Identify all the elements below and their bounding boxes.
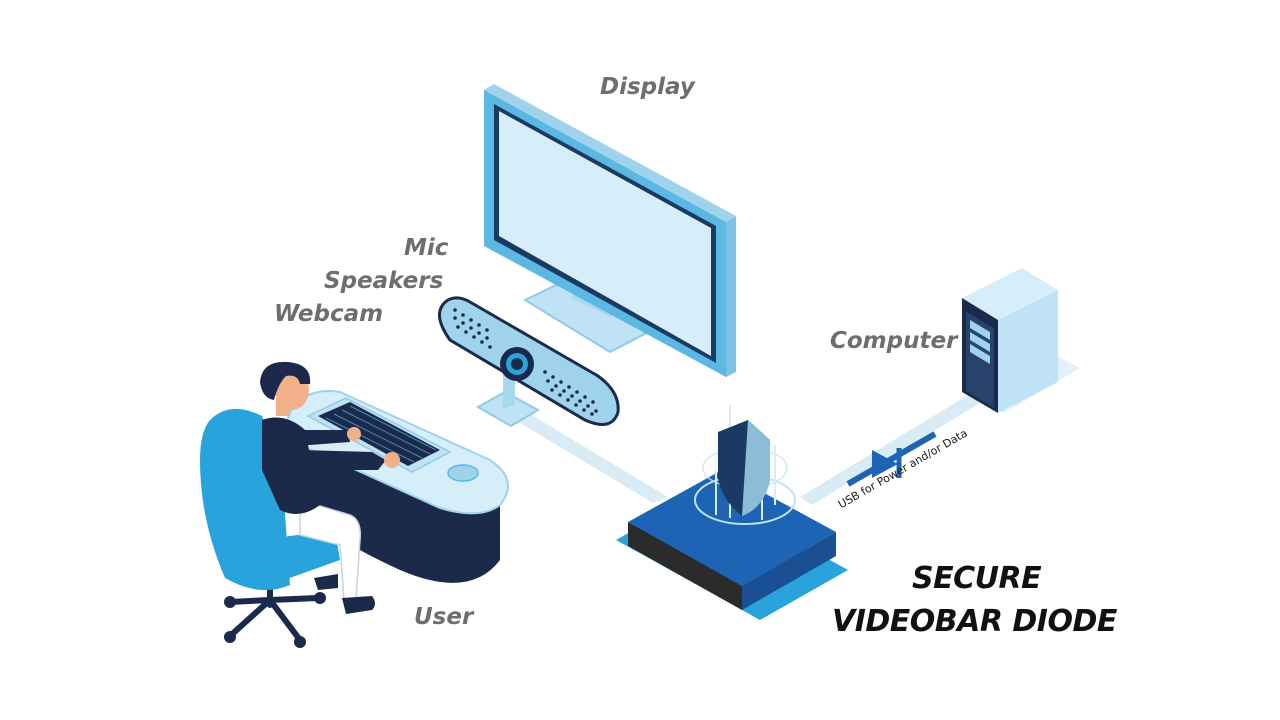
videobar [438,296,620,428]
computer-top [962,268,1058,320]
user-hand-1 [347,427,361,441]
videobar-mount [475,390,541,428]
keyboard [318,402,440,466]
chair-base [227,572,321,643]
user-hair [260,361,311,400]
diode-top [628,470,836,586]
diode-side [742,532,836,610]
usb-diode-arrow [872,450,898,478]
mouse [447,464,479,482]
monitor-screen [499,111,711,356]
videobar-speaker-grille [453,308,598,416]
user-figure [200,361,400,648]
computer-label: Computer [830,328,958,354]
monitor-side [484,84,736,222]
diode-to-computer-cable [800,392,985,505]
display-label: Display [600,74,695,100]
webcam-label: Webcam [274,301,384,327]
mic-label: Mic [404,235,449,261]
user-shoe-2 [314,574,338,590]
computer-drive-1 [970,320,990,340]
user-arm-front [300,450,386,470]
chair-seat [260,530,340,585]
monitor-side-right [726,216,736,377]
user-legs [299,498,362,601]
computer-drive-3 [970,344,990,364]
secure-diode-device [616,405,848,620]
chair-wheels [224,592,326,648]
keyboard-keys [325,405,437,463]
computer-side [998,290,1058,413]
display-monitor [484,84,736,377]
diagram-title-line-1: SECURE [912,561,1042,596]
desk [276,390,509,583]
computer-tower [962,268,1080,413]
diagram-title-line-2: VIDEOBAR DIODE [832,604,1117,639]
webcam-lens-inner [511,358,523,370]
desk-side [276,440,500,583]
shield-highlight [742,420,770,516]
user-shoe-1 [342,596,375,614]
speakers-label: Speakers [324,268,444,294]
diode-front [628,522,742,610]
user-hand-2 [384,452,400,468]
user-label: User [414,604,474,630]
user-arm-back [290,430,350,446]
usb-diode-line [846,431,937,487]
connection-cables [515,392,985,505]
videobar-to-diode-cable [515,414,668,503]
computer-drive-2 [970,332,990,352]
